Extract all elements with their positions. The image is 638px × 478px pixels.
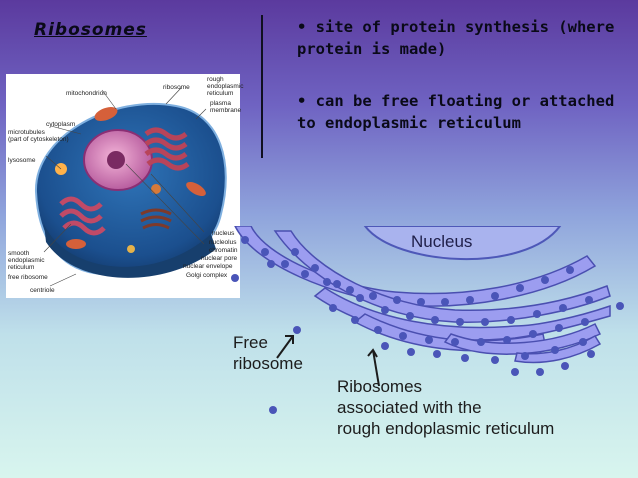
bullet-list: site of protein synthesis (where protein…: [297, 16, 627, 164]
label-centriole: centriole: [30, 287, 55, 294]
free-ribosome-label: Free ribosome: [233, 333, 303, 373]
label-ribosome: ribosome: [163, 84, 190, 91]
label-nucleus: nucleus: [212, 230, 235, 237]
nucleus-label: Nucleus: [411, 232, 473, 251]
attached-ribosome-label: Ribosomes associated with the rough endo…: [337, 377, 555, 438]
label-nuclear-envelope: nuclear envelope: [183, 263, 233, 270]
bullet-item: can be free floating or attached to endo…: [297, 90, 627, 134]
label-mitochondrion: mitochondrion: [66, 90, 107, 97]
label-golgi: Golgi complex: [186, 272, 228, 279]
label-cytoplasm: cytoplasm: [46, 121, 76, 128]
rough-er-diagram: Nucleus Free ribosome Ribosomes associat…: [215, 226, 638, 478]
label-free-ribosome: free ribosome: [8, 274, 48, 281]
title-divider: [261, 15, 263, 158]
bullet-item: site of protein synthesis (where protein…: [297, 16, 627, 60]
label-microtubules: microtubules (part of cytoskeleton): [8, 129, 69, 143]
er-illustration: [231, 226, 624, 414]
animal-cell-diagram: rough endoplasmic reticulum ribosome mit…: [6, 74, 244, 298]
slide-title: Ribosomes: [34, 20, 147, 40]
cell-illustration: [34, 87, 227, 287]
label-rough-er: rough endoplasmic reticulum: [207, 76, 244, 97]
label-lysosome: lysosome: [8, 157, 36, 164]
label-nucleolus: nucleolus: [209, 239, 237, 246]
label-nuclear-pore: nuclear pore: [201, 255, 238, 262]
label-plasma-membrane: plasma membrane: [210, 100, 242, 114]
label-smooth-er: smooth endoplasmic reticulum: [8, 250, 45, 271]
label-chromatin: chromatin: [209, 247, 238, 254]
